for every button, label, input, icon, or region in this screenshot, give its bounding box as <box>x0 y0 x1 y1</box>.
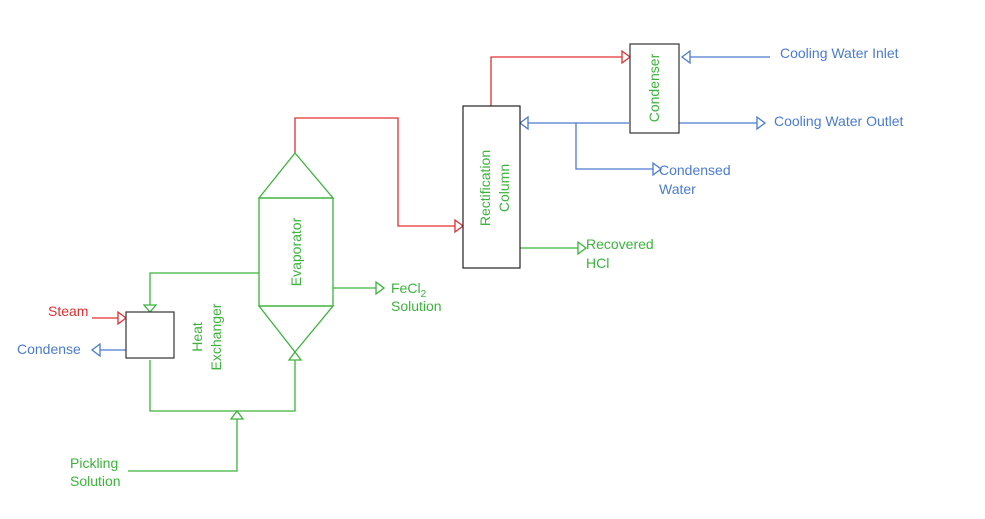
condenser: Condenser <box>629 43 680 134</box>
heat-exchanger-label-line2: Exchanger <box>208 303 224 370</box>
condensed-water-label-line2: Water <box>659 181 696 197</box>
heat-exchanger-label-line1: Heat <box>189 322 205 352</box>
evaporator <box>257 151 335 354</box>
cooling-water-inlet-label: Cooling Water Inlet <box>780 45 899 61</box>
condensed-water-label-line1: Condensed <box>659 162 731 178</box>
arrowhead-vapor-to-column <box>454 218 465 234</box>
arrowhead-condensed-water-right <box>652 161 663 177</box>
process-lines <box>128 247 578 472</box>
pickling-solution-label-line1: Pickling <box>70 455 118 471</box>
arrowhead-steam-right <box>117 310 128 326</box>
arrowhead-hcl-right <box>577 240 588 256</box>
pickling-solution-label-line2: Solution <box>70 473 121 489</box>
fecl2-solution-label-line2: Solution <box>391 298 442 314</box>
arrowhead-return-left <box>518 115 529 131</box>
steam-arrowheads <box>117 49 632 326</box>
heat-exchanger: Heat Exchanger <box>125 303 224 370</box>
fecl2-prefix: FeCl <box>391 280 421 296</box>
recovered-hcl-label-line1: Recovered <box>586 236 654 252</box>
condensed-water-line <box>575 123 653 170</box>
steam-lines <box>92 56 622 319</box>
arrowhead-pickling-up <box>229 409 245 420</box>
recirculation-line <box>149 272 259 305</box>
water-lines <box>100 56 770 351</box>
condense-label: Condense <box>17 341 81 357</box>
condenser-body <box>629 43 680 134</box>
process-arrowheads <box>142 240 588 420</box>
evaporator-bottom-cone <box>257 305 335 354</box>
rectification-column-label-line2: Column <box>496 164 512 212</box>
arrowhead-condense-left <box>90 342 101 358</box>
evaporator-label: Evaporator <box>288 217 304 286</box>
pickling-feed-line <box>128 419 238 472</box>
arrowhead-fecl2-right <box>375 280 386 296</box>
evaporator-vapor-line <box>294 117 455 227</box>
arrowhead-vapor-to-condenser <box>621 49 632 65</box>
arrowhead-evap-bottom-up <box>287 350 303 361</box>
column-vapor-line <box>490 56 622 106</box>
fecl2-solution-label: FeCl2 <box>391 280 427 300</box>
rectification-column: Rectification Column <box>462 105 521 269</box>
loop-bottom-line <box>149 360 296 412</box>
arrowhead-cw-inlet-left <box>680 49 691 65</box>
rectification-column-label-line1: Rectification <box>477 150 493 226</box>
arrowhead-hx-top-down <box>142 304 158 313</box>
heat-exchanger-body <box>125 311 175 359</box>
rectification-column-body <box>462 105 521 269</box>
recovered-hcl-label-line2: HCl <box>586 255 609 271</box>
fecl2-subscript: 2 <box>421 289 427 300</box>
arrowhead-cw-outlet-right <box>756 115 767 131</box>
cooling-water-outlet-label: Cooling Water Outlet <box>774 113 904 129</box>
condenser-label: Condenser <box>646 53 662 122</box>
water-arrowheads <box>90 49 767 358</box>
evaporator-top-cone <box>257 151 335 199</box>
steam-label: Steam <box>48 303 88 319</box>
